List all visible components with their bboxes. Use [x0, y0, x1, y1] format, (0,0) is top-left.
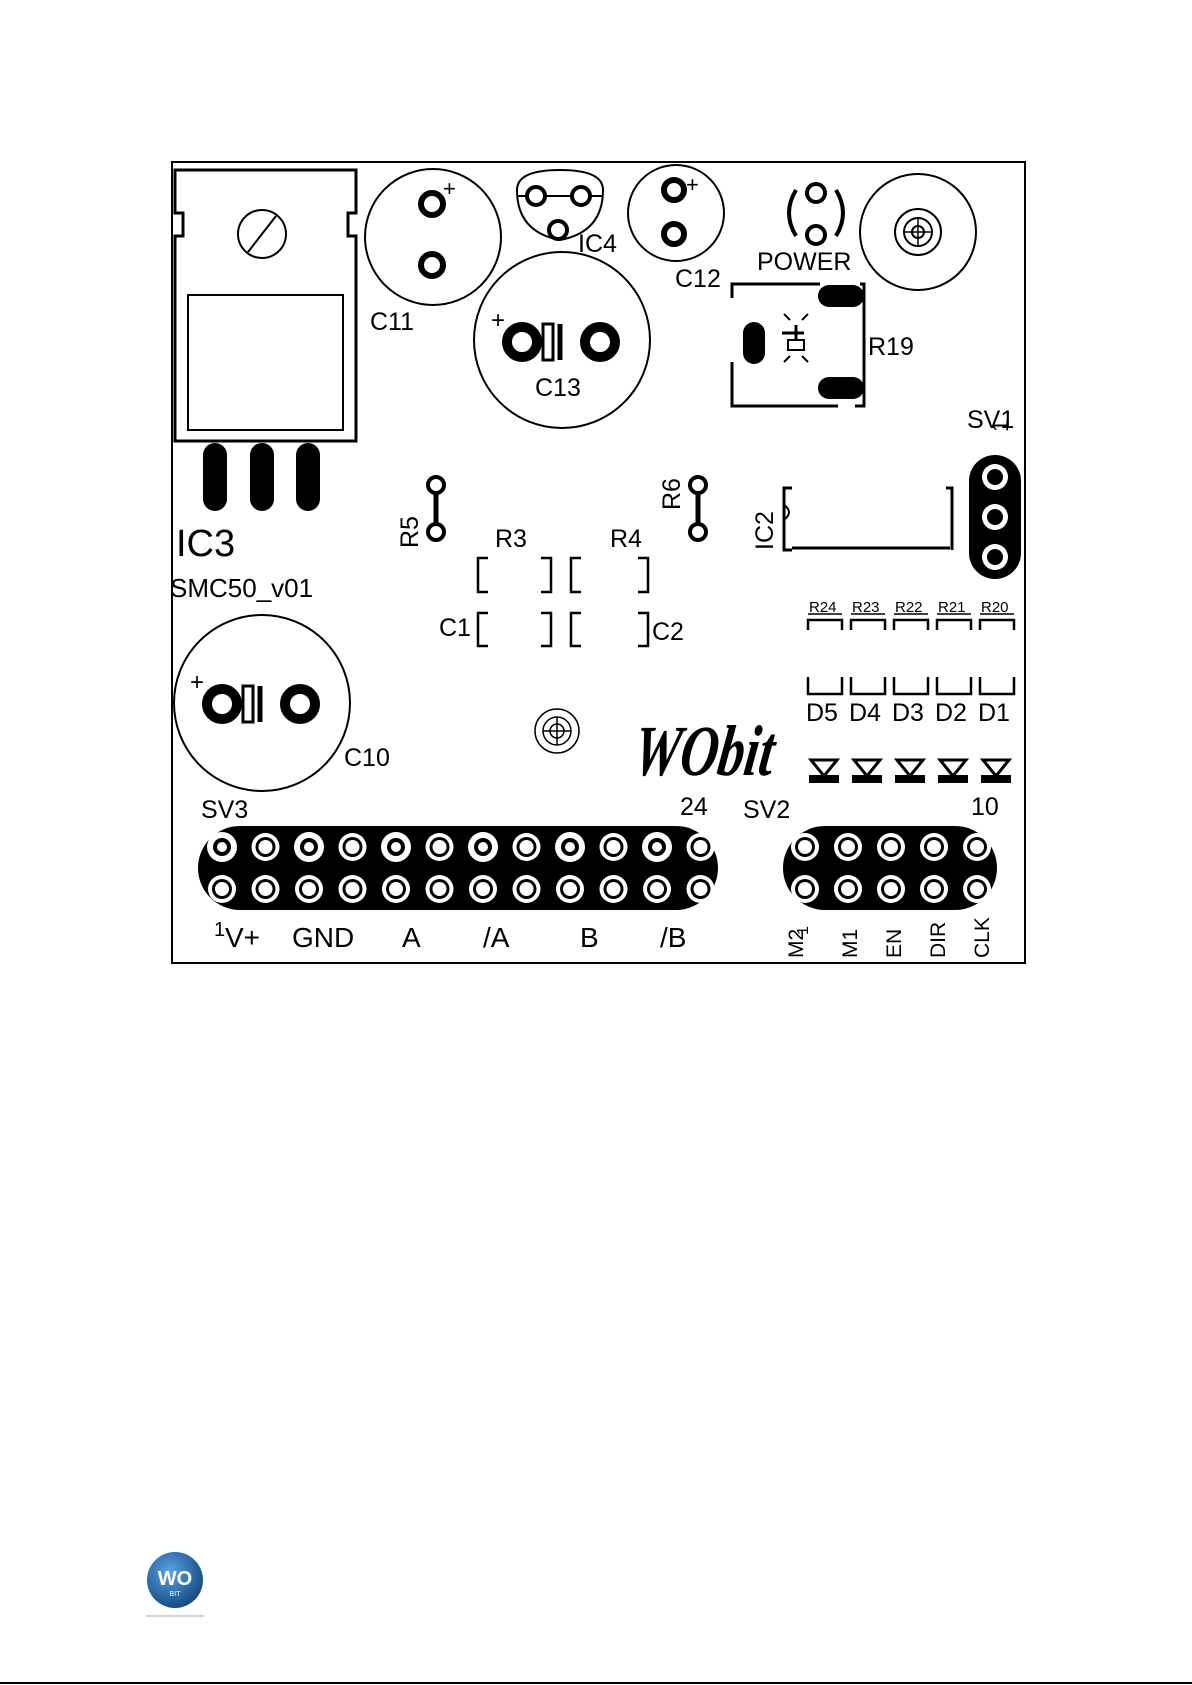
r4-label: R4 — [610, 525, 642, 553]
capacitor-c13: + C13 — [474, 252, 650, 428]
logo-subtext: BIT — [170, 1591, 182, 1598]
c11-label: C11 — [370, 308, 414, 336]
c12-label: C12 — [675, 265, 721, 293]
sv3-label: SV3 — [201, 796, 248, 824]
sv3-pin1-label: 1 — [214, 919, 225, 941]
svg-text:+: + — [443, 176, 456, 201]
c1-label: C1 — [439, 614, 471, 642]
a-inv-label: /A — [483, 922, 510, 953]
mounting-hole-top-right — [860, 174, 976, 290]
clk-label: CLK — [971, 917, 994, 958]
r5-label: R5 — [396, 516, 424, 548]
r3-label: R3 — [495, 525, 527, 553]
gnd-label: GND — [292, 922, 354, 953]
page-bottom-rule — [0, 1682, 1192, 1684]
sv2-label: SV2 — [743, 796, 790, 824]
b-inv-label: /B — [660, 922, 686, 953]
power-label: POWER — [757, 248, 851, 276]
wobit-board-logo: WObit — [629, 711, 782, 791]
sv2-pin10-label: 10 — [971, 793, 999, 821]
logo-text: WO — [158, 1568, 192, 1590]
b-label: B — [580, 922, 599, 953]
ic2-label: IC2 — [751, 511, 779, 550]
led-label-d5: D5 — [806, 699, 838, 727]
a-label: A — [402, 922, 421, 953]
dir-label: DIR — [927, 922, 950, 958]
en-label: EN — [883, 929, 906, 958]
header-sv1: SV1 1 — [967, 406, 1021, 579]
led-label-d4: D4 — [849, 699, 881, 727]
c10-label: C10 — [344, 744, 390, 772]
svg-text:+: + — [686, 172, 699, 197]
board-name-label: SMC50_v01 — [170, 573, 313, 603]
c2-label: C2 — [652, 618, 684, 646]
mounting-hole-center — [535, 709, 579, 753]
r6-label: R6 — [658, 478, 686, 510]
c13-label: C13 — [535, 374, 581, 402]
wobit-footer-logo: WO BIT — [144, 1550, 206, 1622]
vplus-label: V+ — [225, 922, 260, 953]
m1-label: M1 — [839, 929, 862, 958]
sv2-pin1-label: 1 — [795, 926, 812, 935]
sv3-pin24-label: 24 — [680, 793, 708, 821]
led-label-d1: D1 — [978, 699, 1010, 727]
led-label-d3: D3 — [892, 699, 924, 727]
led-label-d2: D2 — [935, 699, 967, 727]
svg-text:+: + — [190, 669, 204, 696]
svg-text:+: + — [491, 307, 505, 334]
wobit-brand-text: WObit — [629, 711, 782, 791]
sv1-pin1-label: 1 — [988, 420, 1013, 432]
ic3-label: IC3 — [176, 523, 235, 565]
r19-label: R19 — [868, 333, 914, 361]
